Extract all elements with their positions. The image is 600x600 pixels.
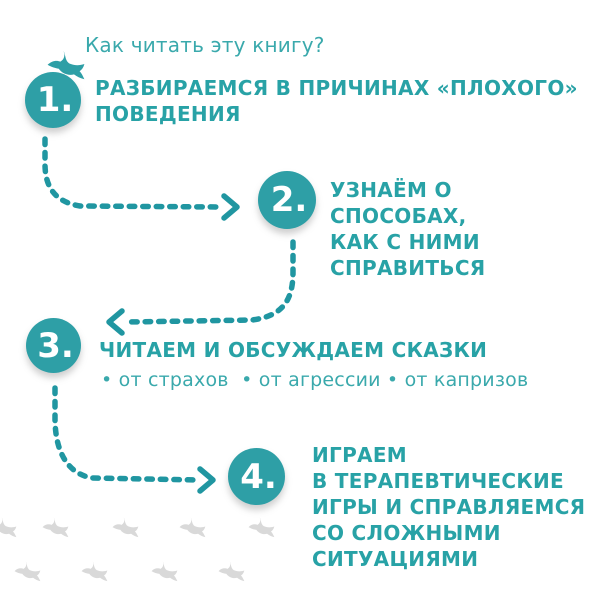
bird-silhouette-icon [14,561,41,582]
step-4-title: ИГРАЕМ В ТЕРАПЕВТИЧЕСКИЕ ИГРЫ И СПРАВЛЯЕ… [312,443,586,571]
step-2-number-badge: 2. [258,171,316,229]
arrowhead-left-icon [106,308,125,336]
step-3-number: 3. [37,325,74,366]
bird-silhouette-icon [248,517,275,538]
arrow-step3-to-step4 [52,385,216,494]
bird-pattern [0,517,275,582]
arrowhead-right-icon [197,466,216,494]
bird-silhouette-icon [0,517,17,538]
bird-silhouette-icon [218,561,245,582]
page-title: Как читать эту книгу? [85,33,325,57]
bird-silhouette-icon [81,561,108,582]
bird-silhouette-icon [42,517,69,538]
step-2-title: УЗНАЁМ О СПОСОБАХ, КАК С НИМИ СПРАВИТЬСЯ [330,178,486,280]
step-4-number: 4. [240,456,277,497]
step-1-title: РАЗБИРАЕМСЯ В ПРИЧИНАХ «ПЛОХОГО» ПОВЕДЕН… [95,76,578,126]
arrow-step2-to-step3 [106,239,296,336]
arrowhead-right-icon [221,193,240,221]
step-1-number: 1. [36,80,74,120]
step-3-number-badge: 3. [26,318,81,373]
step-3-title: ЧИТАЕМ И ОБСУЖДАЕМ СКАЗКИ [99,338,488,362]
arrow-step1-to-step2 [42,136,240,221]
step-3-bullet-list: • от страхов • от агрессии • от капризов [101,369,529,391]
bird-silhouette-icon [151,561,178,582]
step-4-number-badge: 4. [228,448,285,505]
step-2-number: 2. [270,180,308,220]
bird-silhouette-icon [112,517,139,538]
bird-silhouette-icon [179,517,206,538]
step-1-number-badge: 1. [25,72,81,128]
